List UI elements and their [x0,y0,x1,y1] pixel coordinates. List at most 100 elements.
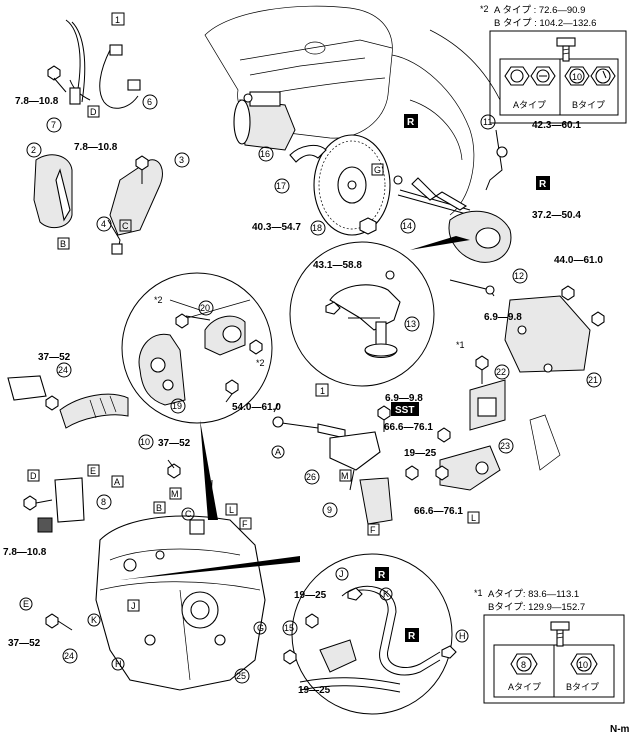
svg-text:R: R [407,117,415,128]
torque-6-9-center: 6.9—9.8 [385,393,423,404]
letter-d-left: D [27,469,40,482]
spec2-type-b-bolt-heads-icon [564,66,616,86]
letter-k-case: K [87,613,101,627]
svg-text:21: 21 [588,375,598,385]
r-badge-inset-top: R [375,567,389,581]
spec1-type-a-line: Aタイプ: 83.6—113.1 [488,589,579,600]
callout-12: 12 [512,268,528,284]
starter-motor [233,91,296,151]
spec2-frame [489,30,627,124]
svg-text:10: 10 [140,437,150,447]
letter-g-top: G [371,163,384,176]
svg-text:20: 20 [200,303,210,313]
svg-text:E: E [23,599,29,609]
mount-detail-inset [289,241,435,387]
starter-plate [289,144,327,163]
svg-text:23: 23 [500,441,510,451]
svg-text:H: H [115,659,122,669]
torque-66-bottom: 66.6—76.1 [414,506,463,517]
letter-e-left: E [87,464,100,477]
letter-j-case: J [127,599,140,612]
svg-text:1: 1 [115,15,120,25]
flywheel [313,134,391,236]
svg-text:C: C [185,509,192,519]
letter-g-case: G [253,621,267,635]
torque-spec-box-2: *2 A タイプ : 72.6—90.9 B タイプ : 104.2—132.6… [480,4,627,124]
callout-2: 2 [26,142,42,158]
svg-text:G: G [374,165,381,175]
spec1-frame [483,614,625,704]
star-2-lower: *2 [256,358,265,368]
callout-23: 23 [498,438,514,454]
engine-outline [204,5,501,216]
letter-a-center: A [271,445,285,459]
callout-1: 1 [315,383,329,397]
shift-link [272,403,346,439]
svg-text:1: 1 [320,386,325,396]
leader-wedge-mount-lower [200,420,218,520]
spec2-type-b-bolt-mark: 10 [572,72,582,82]
spec1-marker: *1 [474,588,483,598]
spec1-type-a-caption: Aタイプ [508,682,541,692]
svg-text:J: J [131,601,136,611]
spec2-bolt-icon [556,37,576,62]
torque-7-8-top: 7.8—10.8 [15,96,59,107]
badges: SST R R R R [375,114,550,642]
letter-j-inset: J [335,567,349,581]
letter-l-right: L [467,511,480,524]
torque-spec-box-1: *1 Aタイプ: 83.6—113.1 Bタイプ: 129.9—152.7 8 … [474,588,625,704]
svg-text:F: F [242,519,248,529]
svg-text:A: A [114,477,120,487]
spec1-type-b-bolt-mark: 10 [578,660,588,670]
callout-3: 3 [174,152,190,168]
svg-text:H: H [459,631,466,641]
torque-37-50: 37.2—50.4 [532,210,581,221]
spec1-type-b-caption: Bタイプ [566,682,599,692]
letter-c-case: C [181,507,195,521]
torque-44-61: 44.0—61.0 [554,255,603,266]
torque-6-9-right: 6.9—9.8 [484,312,522,323]
spec2-type-a-caption: Aタイプ [513,100,546,110]
callout-20: 20 [198,300,214,316]
svg-text:M: M [341,471,349,481]
callout-22: 22 [494,364,510,380]
cooler-pipe-inset [291,553,457,715]
torque-66-top: 66.6—76.1 [384,422,433,433]
svg-text:3: 3 [179,155,184,165]
svg-text:B: B [60,239,66,249]
torque-54-61: 54.0—61.0 [232,402,281,413]
spec2-inner-frame [499,58,619,116]
letter-a-case: A [111,475,124,488]
letter-l-case: L [225,503,238,516]
letter-h-inset: H [455,629,469,643]
svg-text:M: M [171,489,179,499]
torque-7-8-mid: 7.8—10.8 [74,142,118,153]
svg-text:K: K [91,615,97,625]
spec1-bolt-icon [550,621,570,647]
torque-19-25-inset-bottom: 19—25 [298,685,331,696]
callout-26: 26 [304,469,320,485]
sst-badge: SST [391,402,419,416]
callout-13: 13 [404,316,420,332]
bolts [23,65,605,665]
callout-17: 17 [274,178,290,194]
transaxle-case [95,479,266,691]
callout-25: 25 [234,668,250,684]
torque-7-8-low: 7.8—10.8 [3,547,47,558]
svg-text:18: 18 [312,223,322,233]
r-badge-top: R [404,114,418,128]
svg-text:F: F [370,525,376,535]
letter-k-inset: K [379,587,393,601]
letter-b-case: B [153,501,166,514]
bracket-center [329,431,393,525]
callout-4: 4 [96,216,112,232]
callout-24-upper: 24 [56,362,72,378]
torque-19-25-inset-top: 19—25 [294,590,327,601]
star-1-mount: *1 [456,340,465,350]
svg-text:R: R [378,570,386,581]
svg-text:25: 25 [236,671,246,681]
svg-text:B: B [156,503,162,513]
svg-text:E: E [90,466,96,476]
svg-text:D: D [30,471,37,481]
spec2-type-b-line: B タイプ : 104.2—132.6 [494,18,596,29]
